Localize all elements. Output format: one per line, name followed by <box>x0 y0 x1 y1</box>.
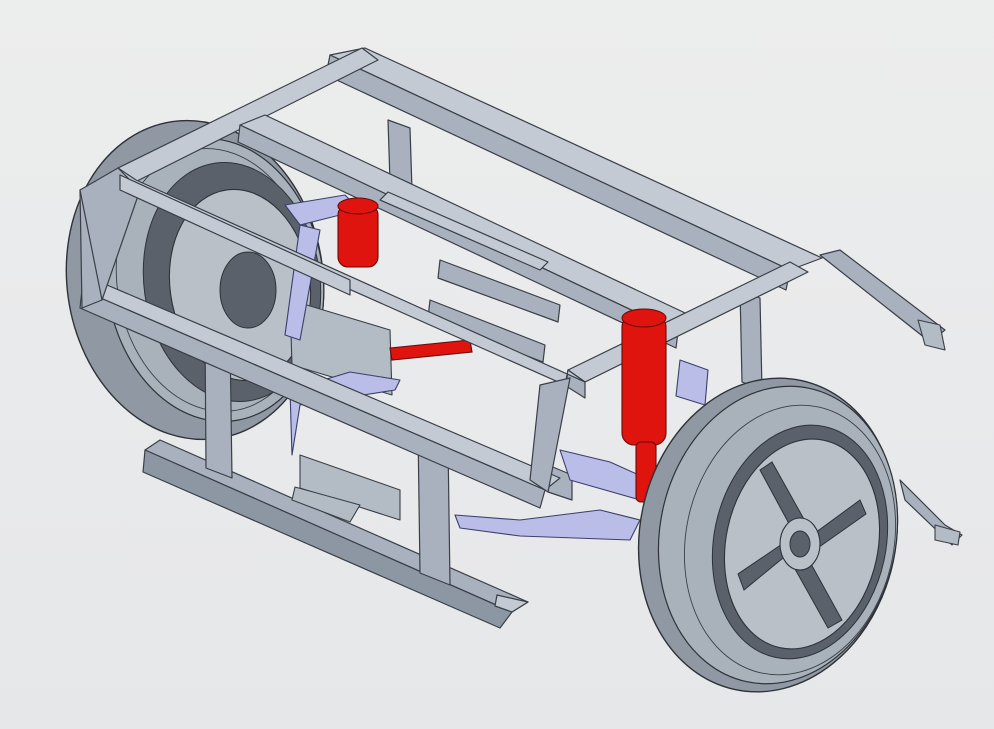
chassis-frame <box>115 47 963 629</box>
front-shock-absorber <box>621 314 667 446</box>
right-wheel <box>637 377 899 693</box>
front-frame <box>79 167 586 509</box>
